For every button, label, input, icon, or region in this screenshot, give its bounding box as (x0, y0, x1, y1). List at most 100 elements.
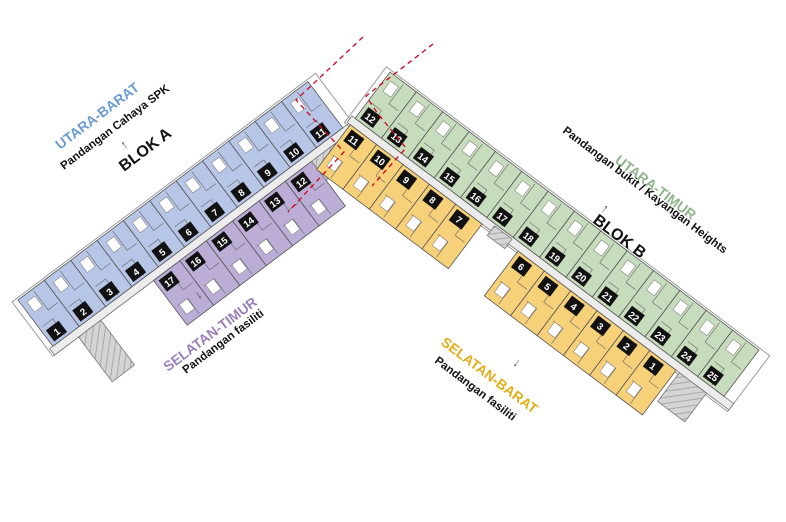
unit[interactable]: 17 (152, 260, 215, 326)
unit-balcony (284, 218, 301, 236)
unit[interactable]: 12 (284, 160, 346, 227)
unit-number: 7 (210, 207, 221, 219)
unit-number: 12 (362, 111, 377, 126)
unit-number: 16 (468, 191, 483, 206)
unit-number: 8 (427, 195, 438, 207)
unit-balcony (132, 216, 149, 234)
blok-a-service-core-left (77, 319, 136, 383)
unit-number: 12 (294, 176, 309, 191)
unit-number-badge (158, 270, 180, 292)
blok-b-corridor (346, 115, 735, 411)
unit-balcony (593, 239, 610, 257)
unit-balcony (205, 278, 222, 295)
unit-balcony (431, 235, 448, 252)
unit-balcony (619, 259, 637, 277)
unit[interactable]: 9 (368, 163, 430, 230)
unit[interactable]: 14 (232, 200, 294, 267)
unit-balcony (352, 175, 369, 193)
unit-number: 13 (389, 131, 404, 146)
unit-number-badge (98, 280, 120, 302)
unit[interactable]: 6 (149, 180, 212, 248)
site-boundary (287, 36, 434, 213)
unit-number-badge (563, 295, 585, 317)
unit-number-badge (230, 181, 252, 203)
unit[interactable]: 25 (697, 329, 760, 397)
unit-balcony (79, 255, 96, 273)
unit-balcony (52, 275, 70, 293)
unit[interactable]: 9 (228, 120, 291, 189)
unit[interactable]: 2 (43, 259, 107, 328)
unit-number: 20 (573, 270, 588, 285)
unit[interactable]: 1 (615, 349, 677, 416)
unit[interactable]: 4 (536, 290, 598, 356)
unit-balcony (158, 196, 175, 214)
unit-number: 2 (78, 306, 89, 318)
unit-number-badge (256, 161, 278, 183)
unit[interactable]: 10 (254, 100, 318, 169)
unit-balcony (435, 120, 452, 138)
unit-balcony (26, 295, 43, 313)
unit-number: 4 (131, 266, 142, 278)
blok-b-north-direction: UTARA-TIMUR (612, 152, 699, 223)
unit-number-badge (343, 129, 365, 151)
unit-number-badge (184, 250, 207, 272)
unit-number: 19 (547, 250, 562, 265)
unit-balcony (487, 160, 505, 178)
boundary-line-a (287, 36, 364, 213)
unit-number-badge (124, 261, 147, 282)
unit[interactable]: 13 (258, 180, 320, 247)
blok-a-north-arrow: ↑ (117, 137, 131, 153)
unit[interactable]: 10 (342, 144, 404, 210)
unit-balcony (573, 341, 590, 359)
unit-balcony (290, 97, 307, 114)
unit[interactable]: 6 (483, 250, 545, 317)
unit[interactable]: 14 (407, 111, 470, 179)
unit[interactable]: 2 (589, 329, 651, 396)
unit[interactable]: 8 (395, 183, 457, 250)
unit-number-badge (203, 201, 226, 223)
unit[interactable]: 5 (122, 200, 186, 268)
unit-balcony (211, 156, 228, 174)
unit[interactable]: 7 (175, 160, 238, 228)
unit[interactable]: 3 (70, 239, 133, 308)
unit-balcony (672, 299, 689, 317)
unit[interactable]: 12 (354, 71, 417, 139)
unit-balcony (178, 298, 195, 315)
unit[interactable]: 18 (512, 190, 576, 258)
unit-balcony (698, 319, 716, 336)
unit-balcony (105, 236, 122, 253)
unit-number-badge (642, 355, 664, 377)
unit-balcony (184, 176, 201, 194)
unit-balcony (540, 199, 557, 217)
unit[interactable]: 11 (280, 80, 344, 149)
unit-number: 5 (542, 281, 553, 293)
unit-number: 18 (520, 230, 535, 245)
unit[interactable]: 7 (421, 203, 483, 270)
unit-number: 16 (189, 255, 204, 270)
unit[interactable]: 5 (510, 270, 572, 337)
unit-balcony (599, 361, 616, 378)
unit[interactable]: 19 (539, 210, 602, 278)
unit[interactable]: 15 (205, 220, 267, 287)
unit-balcony (514, 180, 531, 197)
unit[interactable]: 3 (562, 310, 624, 376)
unit[interactable]: 4 (96, 220, 159, 288)
unit-balcony (379, 195, 396, 212)
unit-balcony (310, 199, 327, 216)
unit-number-badge (616, 335, 638, 357)
unit-number: 2 (621, 341, 632, 353)
unit-balcony (494, 282, 511, 299)
unit-number-badge (597, 285, 619, 307)
unit[interactable]: 16 (179, 240, 241, 306)
unit-number-badge (590, 315, 612, 337)
blok-b-service-core-right (657, 372, 708, 423)
unit[interactable]: 11 (316, 124, 378, 190)
unit-number-badge (45, 320, 68, 342)
unit-number-badge (537, 275, 559, 297)
unit-balcony (408, 100, 426, 118)
unit-number: 1 (647, 361, 658, 373)
